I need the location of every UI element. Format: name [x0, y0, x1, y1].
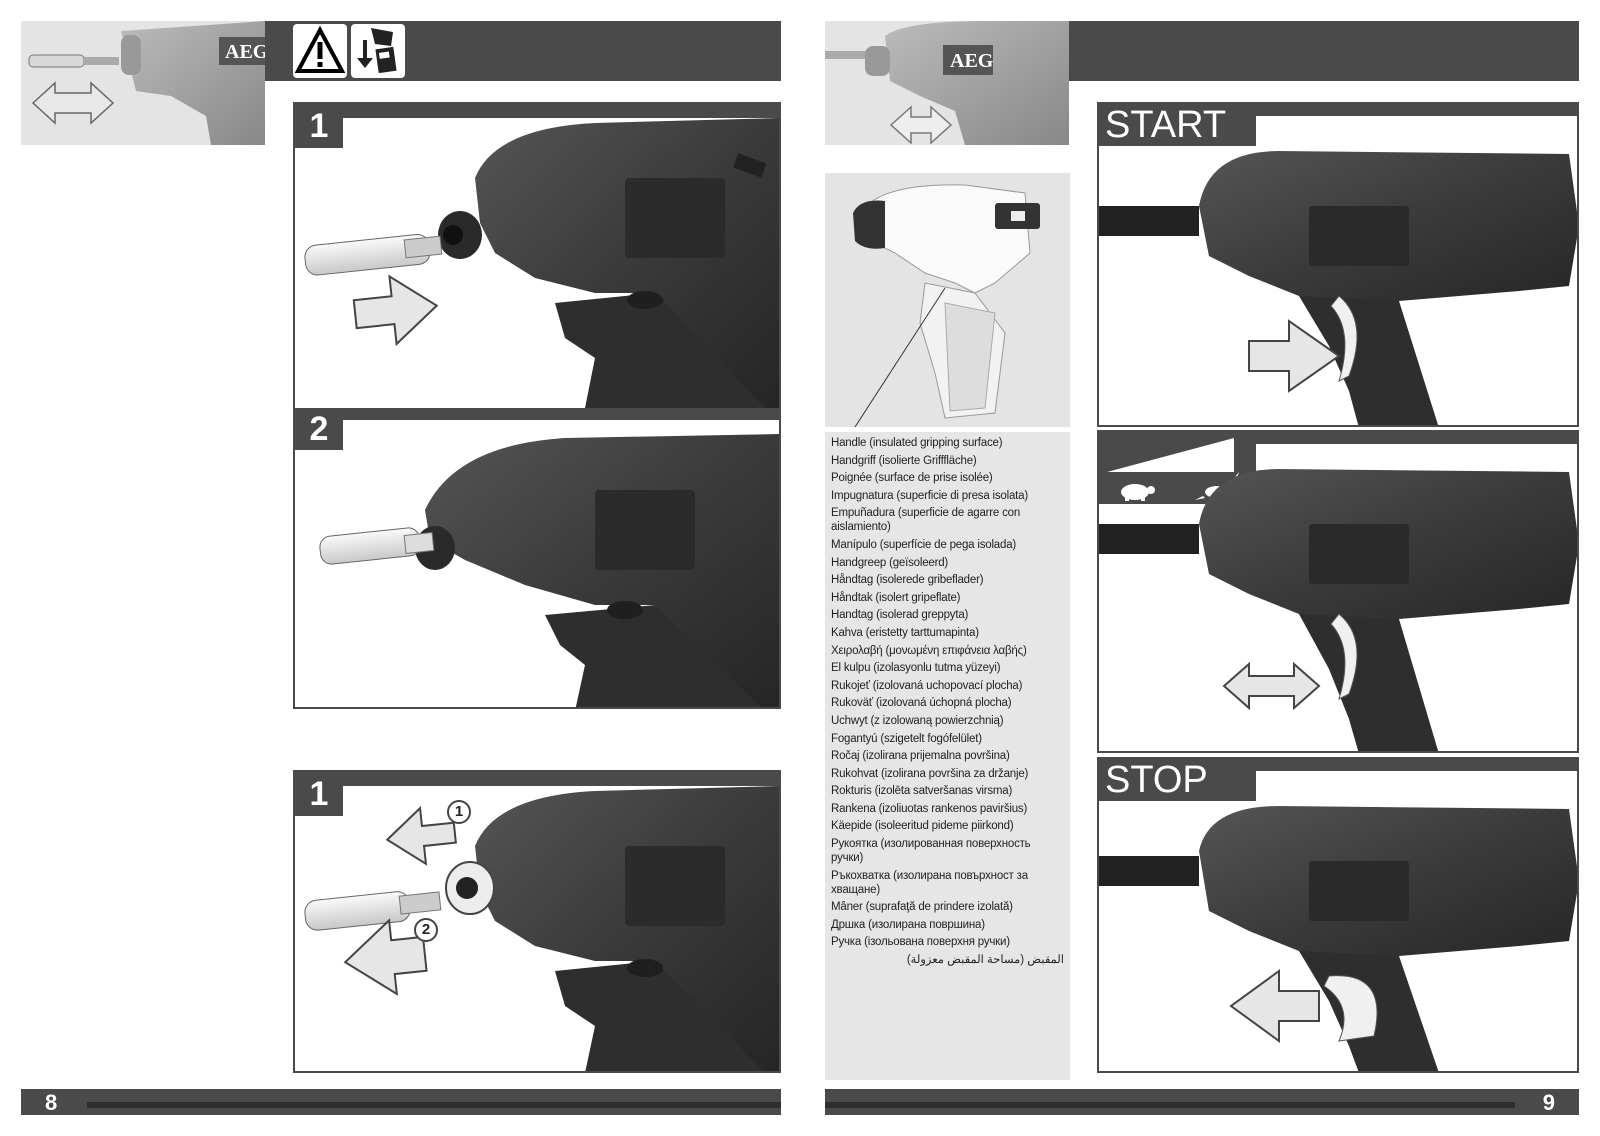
legend-item: Uchwyt (z izolowaną powierzchnią) — [831, 714, 1004, 727]
remove-bit-panel: 1 1 2 — [293, 770, 781, 1073]
speed-control-panel — [1097, 430, 1579, 753]
insert-bit-panel: 1 2 — [293, 102, 781, 709]
arrow-right-icon — [352, 274, 439, 347]
impact-driver-illustration — [319, 434, 779, 707]
header-thumbnail-right: AEG — [825, 21, 1069, 145]
legend-list: Handle (insulated gripping surface) Handg… — [825, 432, 1070, 967]
step-number: 2 — [295, 408, 343, 450]
legend-item: Rokturis (izolēta satveršanas virsma) — [831, 785, 1013, 798]
legend-item: Handgriff (isolierte Grifffläche) — [831, 454, 977, 467]
page-number: 8 — [45, 1090, 58, 1115]
stop-panel: STOP — [1097, 757, 1579, 1073]
page-number: 9 — [1542, 1090, 1555, 1115]
start-panel: START — [1097, 102, 1579, 427]
header-bar-right — [1069, 21, 1579, 81]
handle-illustration — [825, 173, 1070, 427]
arrow-right-icon — [1248, 319, 1341, 393]
legend-item: Handgreep (geïsoleerd) — [831, 556, 949, 569]
trigger-variable-illustration — [1099, 469, 1577, 751]
remove-battery-icon — [351, 24, 405, 78]
legend-item: El kulpu (izolasyonlu tutma yüzeyi) — [831, 662, 1001, 675]
footer-bar-right: 9 — [825, 1089, 1579, 1115]
legend-item: Käepide (isoleeritud pideme piirkond) — [831, 820, 1014, 833]
handle-legend: Handle (insulated gripping surface) Handg… — [825, 432, 1070, 1080]
step-number: 1 — [295, 104, 343, 148]
legend-item: Håndtak (isolert gripeflate) — [831, 591, 961, 604]
legend-item: Handle (insulated gripping surface) — [831, 437, 1003, 449]
legend-item: Handtag (isolerad greppyta) — [831, 609, 969, 622]
impact-driver-illustration — [304, 786, 779, 1071]
header-thumbnail-left: AEG — [21, 21, 265, 145]
legend-item: Håndtag (isolerede gribeflader) — [831, 574, 984, 587]
legend-item: Ročaj (izolirana prijemalna površina) — [831, 750, 1010, 763]
legend-item: Χειρολαβή (μονωμένη επιφάνεια λαβής) — [831, 644, 1027, 657]
footer-bar-left: 8 — [21, 1089, 781, 1115]
turtle-icon — [1121, 484, 1155, 501]
callout-number: 2 — [421, 921, 431, 938]
brand-logo-right: AEG — [950, 50, 994, 72]
legend-item: المقبض (مساحة المقبض معزولة) — [906, 954, 1064, 967]
legend-item: Rukojeť (izolovaná uchopovací plocha) — [831, 679, 1023, 692]
impact-driver-illustration — [304, 118, 779, 408]
legend-item: Mâner (suprafaţă de prindere izolată) — [831, 901, 1013, 914]
arrow-left-icon — [1229, 969, 1320, 1043]
double-arrow-icon — [1222, 661, 1321, 711]
legend-item: Рукоятка (изолированная поверхность ручк… — [831, 838, 1031, 865]
legend-item: Rukoväť (izolovaná úchopná plocha) — [831, 697, 1012, 710]
trigger-release-illustration — [1099, 806, 1577, 1071]
step-number: 1 — [295, 772, 343, 816]
arrow-left-icon — [385, 806, 457, 866]
legend-item: Ръкохватка (изолирана повърхност за хващ… — [831, 869, 1028, 896]
arrow-left-icon — [343, 918, 428, 996]
start-banner: START — [1099, 104, 1256, 146]
legend-item: Poignée (surface de prise isolée) — [831, 472, 993, 485]
brand-logo-left: AEG — [225, 41, 265, 63]
trigger-press-illustration — [1099, 151, 1577, 425]
legend-item: Дршка (изолирана површина) — [831, 918, 985, 931]
legend-item: Ручка (ізольована поверхня ручки) — [831, 936, 1010, 949]
stop-banner: STOP — [1099, 759, 1256, 801]
legend-item: Kahva (eristetty tarttumapinta) — [831, 626, 979, 639]
legend-item: Manípulo (superfície de pega isolada) — [831, 538, 1017, 551]
double-arrow-icon — [31, 81, 115, 125]
header-bar-left — [265, 21, 781, 81]
legend-item: Rukohvat (izolirana površina za držanje) — [831, 767, 1029, 780]
callout-number: 1 — [454, 803, 464, 820]
warning-icon — [293, 24, 347, 78]
legend-item: Impugnatura (superficie di presa isolata… — [831, 489, 1028, 502]
legend-item: Rankena (izoliuotas rankenos paviršius) — [831, 802, 1028, 815]
legend-item: Empuñadura (superficie de agarre con ais… — [831, 507, 1021, 534]
legend-item: Fogantyú (szigetelt fogófelület) — [831, 732, 982, 745]
double-arrow-icon — [889, 105, 953, 145]
